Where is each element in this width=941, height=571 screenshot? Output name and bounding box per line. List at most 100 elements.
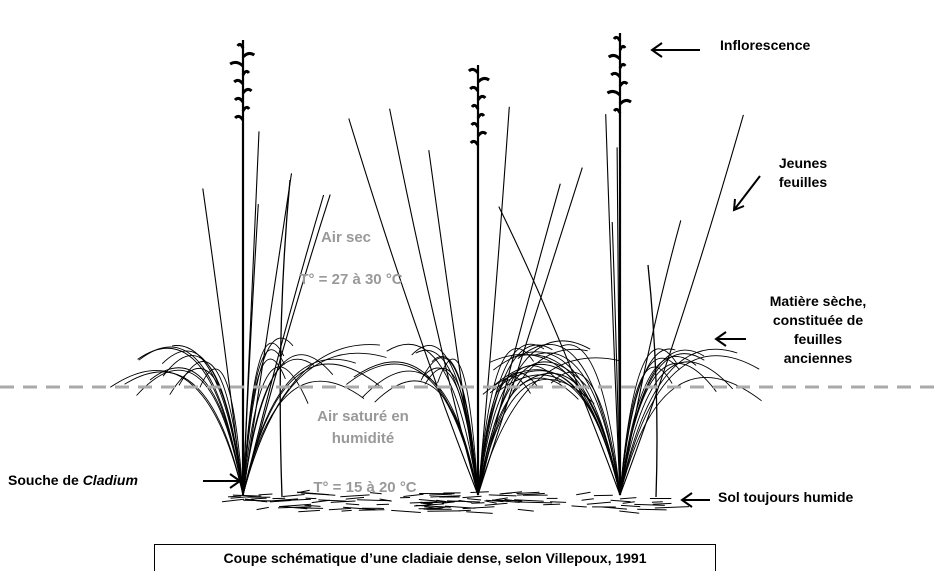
leaf-stroke: [478, 366, 560, 495]
litter-stroke: [519, 502, 553, 503]
litter-stroke: [655, 507, 689, 508]
leaf-stroke: [496, 375, 620, 495]
label-souche-genus: Cladium: [83, 472, 138, 488]
litter-stroke: [576, 492, 590, 495]
label-souche: Souche de Cladium: [8, 471, 138, 490]
inflorescence-tuft: [620, 46, 625, 50]
litter-stroke: [222, 499, 244, 502]
litter-stroke: [634, 504, 665, 505]
figure-caption: Coupe schématique d’une cladiaie dense, …: [154, 544, 716, 571]
litter-stroke: [391, 510, 421, 512]
litter-stroke: [298, 508, 323, 509]
arrow-matiere-seche: [716, 332, 746, 346]
label-souche-prefix: Souche de: [8, 472, 83, 488]
label-matiere-line4: anciennes: [755, 349, 881, 368]
inflorescence-tuft: [470, 87, 478, 91]
leaf-stroke: [203, 189, 243, 496]
litter-stroke: [619, 511, 639, 513]
label-matiere-seche: Matière sèche, constituée de feuilles an…: [755, 292, 881, 368]
litter-stroke: [582, 499, 594, 500]
inflorescence-tuft: [607, 91, 620, 95]
litter-stroke: [637, 509, 666, 510]
leaf-stroke: [620, 363, 716, 495]
inflorescence-tuft: [230, 62, 243, 66]
label-jeunes-feuilles-line1: Jeunes: [768, 154, 838, 173]
plant-drawing: [110, 33, 761, 513]
litter-stroke: [550, 502, 566, 503]
inflorescence-tuft: [243, 53, 254, 57]
inflorescence-tuft: [478, 96, 485, 100]
inflorescence-tuft: [620, 82, 627, 86]
litter-stroke: [312, 500, 330, 502]
litter-stroke: [621, 505, 640, 506]
litter-stroke: [304, 505, 320, 506]
leaf-stroke: [483, 370, 620, 495]
leaf-stroke: [620, 350, 704, 495]
litter-stroke: [346, 504, 359, 505]
litter-stroke: [298, 510, 320, 511]
litter-stroke: [653, 503, 672, 504]
litter-stroke: [463, 496, 482, 497]
zone-air-sature-line2: humidité: [300, 428, 426, 450]
inflorescence-tuft: [235, 98, 243, 102]
litter-stroke: [459, 510, 471, 511]
zone-temp-sature: T° = 15 à 20 °C: [290, 478, 440, 497]
inflorescence-tuft: [614, 109, 620, 113]
leaf-stroke: [478, 377, 531, 495]
inflorescence-tuft: [620, 100, 631, 104]
litter-stroke: [620, 498, 636, 499]
label-inflorescence: Inflorescence: [720, 36, 810, 55]
inflorescence-tuft: [243, 71, 249, 75]
leaf-stroke: [518, 344, 620, 495]
litter-stroke: [611, 500, 631, 502]
litter-stroke: [466, 512, 493, 514]
inflorescence-tuft: [478, 114, 484, 118]
inflorescence-tuft: [609, 55, 620, 59]
litter-stroke: [471, 503, 484, 504]
leaf-stroke: [243, 359, 285, 495]
leaf-stroke: [620, 220, 681, 495]
litter-stroke: [652, 502, 663, 503]
litter-stroke: [228, 496, 241, 497]
zone-temp-sec: T° = 27 à 30 °C: [276, 270, 426, 289]
litter-stroke: [257, 507, 269, 509]
arrow-sol: [682, 493, 710, 507]
inflorescence-tuft: [614, 37, 620, 41]
inflorescence-tuft: [234, 80, 243, 84]
litter-stroke: [329, 508, 351, 509]
litter-stroke: [543, 504, 560, 505]
inflorescence-tuft: [235, 116, 243, 120]
leaf-stroke: [620, 358, 680, 495]
label-jeunes-feuilles-line2: feuilles: [768, 173, 838, 192]
litter-stroke: [500, 493, 512, 494]
litter-stroke: [346, 497, 364, 499]
label-matiere-line1: Matière sèche,: [755, 292, 881, 311]
inflorescence-tuft: [611, 73, 620, 77]
litter-stroke: [251, 498, 267, 499]
litter-stroke: [470, 492, 488, 493]
litter-stroke: [359, 510, 385, 511]
leaf-stroke: [606, 114, 620, 495]
inflorescence-tuft: [471, 141, 478, 145]
litter-stroke: [489, 495, 517, 496]
inflorescence-tuft: [469, 69, 478, 73]
litter-stroke: [259, 494, 273, 495]
litter-stroke: [518, 509, 534, 511]
litter-stroke: [331, 501, 356, 502]
arrow-souche: [203, 474, 240, 488]
leaf-stroke: [620, 356, 696, 495]
inflorescence-tuft: [478, 78, 489, 82]
arrow-inflorescence: [652, 43, 700, 57]
inflorescence-tuft: [243, 107, 249, 111]
label-matiere-line3: feuilles: [755, 330, 881, 349]
litter-stroke: [342, 510, 352, 511]
leaf-stroke: [551, 372, 620, 495]
inflorescence-tuft: [472, 123, 478, 127]
inflorescence-tuft: [243, 89, 252, 93]
leaf-stroke: [137, 370, 244, 495]
litter-stroke: [467, 499, 481, 500]
litter-stroke: [587, 502, 611, 504]
inflorescence-tuft: [238, 44, 243, 48]
leaf-stroke: [478, 168, 582, 495]
